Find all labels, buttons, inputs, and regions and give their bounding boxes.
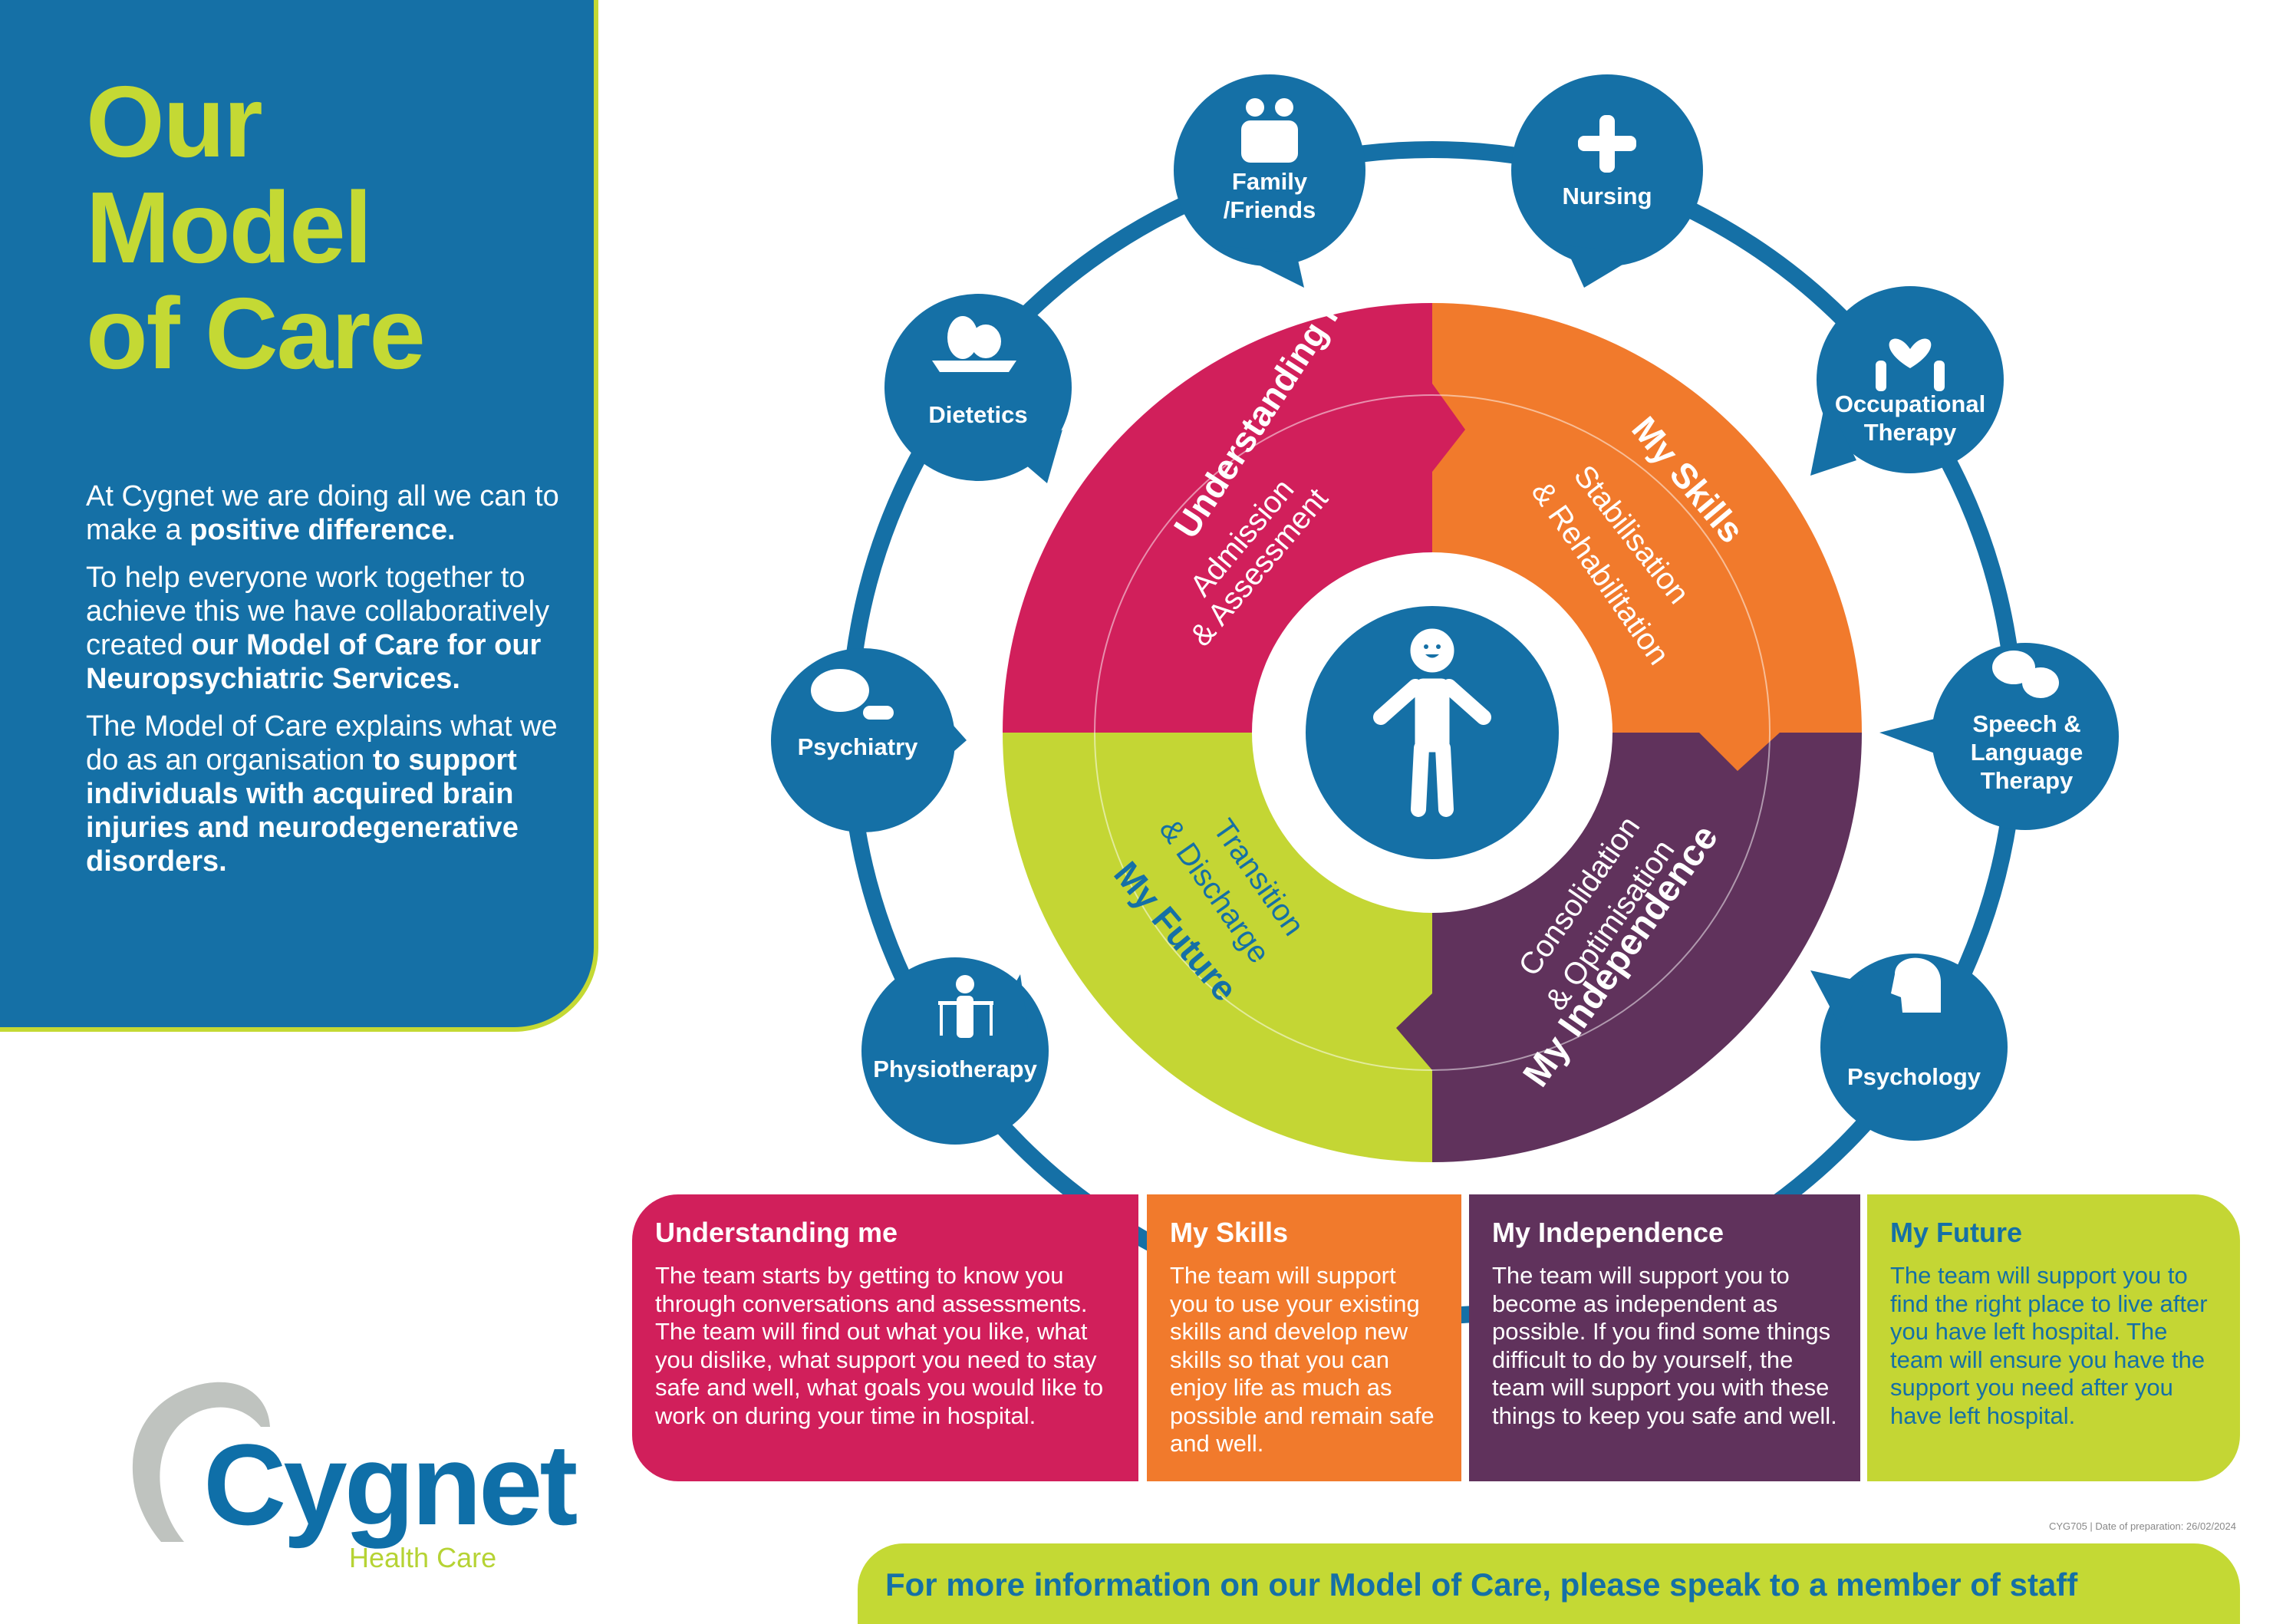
card-body: The team starts by getting to know you t… (655, 1262, 1104, 1429)
service-physiotherapy: Physiotherapy (873, 1055, 1037, 1083)
text: At Cygnet we are doing all we can to mak… (86, 480, 559, 546)
intro-paragraph-2: To help everyone work together to achiev… (86, 561, 562, 696)
card-body: The team will support you to use your ex… (1170, 1262, 1435, 1457)
arrow-notch (1699, 733, 1780, 771)
label: Psychology (1847, 1063, 1981, 1090)
intro-paragraph-1: At Cygnet we are doing all we can to mak… (86, 479, 562, 547)
service-nursing: Nursing (1562, 182, 1652, 210)
speech-bubbles-icon (1992, 651, 2059, 698)
logo-wordmark: Cygnet (203, 1420, 578, 1549)
label: Dietetics (928, 401, 1028, 428)
plus-icon (1578, 115, 1636, 173)
intro-panel: Our Model of Care At Cygnet we are doing… (0, 0, 598, 1032)
person-icon (1373, 628, 1491, 817)
label: Nursing (1562, 183, 1652, 209)
info-banner: For more information on our Model of Car… (858, 1543, 2240, 1624)
label: Physiotherapy (873, 1056, 1037, 1082)
family-icon (1241, 98, 1298, 163)
card-my-future: My Future The team will support you to f… (1867, 1194, 2240, 1481)
logo-subtitle: Health Care (349, 1542, 497, 1573)
cygnet-logo: Cygnet Health Care (69, 1350, 578, 1580)
intro-paragraph-3: The Model of Care explains what we do as… (86, 710, 562, 878)
emphasis: positive difference. (189, 514, 456, 546)
card-title: Understanding me (655, 1217, 898, 1248)
brain-pill-icon (811, 669, 894, 720)
label: Language (1970, 739, 2084, 766)
emphasis: our Model of Care for our Neuropsychiatr… (86, 629, 542, 695)
fruit-bowl-icon (932, 316, 1016, 372)
label: Speech & (1972, 710, 2081, 737)
label: Therapy (1980, 767, 2074, 794)
card-title: My Skills (1170, 1217, 1289, 1248)
swan-icon (132, 1382, 270, 1542)
physio-bars-icon (938, 975, 993, 1038)
service-family-friends: Family/Friends (1224, 167, 1316, 224)
arrow-notch (1396, 993, 1432, 1070)
head-heart-icon (1891, 957, 1941, 1013)
banner-text: For more information on our Model of Car… (885, 1566, 2078, 1603)
card-my-independence: My Independence The team will support yo… (1469, 1194, 1860, 1481)
title-line: Our (86, 65, 263, 178)
label: Family (1231, 168, 1308, 195)
card-title: My Future (1890, 1217, 2023, 1248)
label: Occupational (1834, 390, 1986, 417)
label: /Friends (1223, 196, 1316, 223)
arrow-notch (1432, 384, 1465, 472)
label: Therapy (1863, 419, 1957, 446)
divider-ring (1094, 394, 1771, 1071)
text: To help everyone work together to achiev… (86, 562, 550, 661)
service-psychiatry: Psychiatry (798, 733, 918, 761)
service-dietetics: Dietetics (928, 400, 1027, 429)
intro-text: At Cygnet we are doing all we can to mak… (86, 479, 562, 892)
label: Psychiatry (797, 733, 918, 760)
service-bubbles (771, 74, 2119, 1145)
text: The Model of Care explains what we do as… (86, 710, 558, 776)
caring-hands-icon (1876, 338, 1945, 391)
title-line: Model (86, 171, 372, 284)
card-body: The team will support you to find the ri… (1890, 1262, 2208, 1429)
page-title: Our Model of Care (86, 65, 426, 390)
card-title: My Independence (1492, 1217, 1724, 1248)
service-psychology: Psychology (1847, 1062, 1981, 1091)
card-body: The team will support you to become as i… (1492, 1262, 1837, 1429)
preparation-date: CYG705 | Date of preparation: 26/02/2024 (2048, 1520, 2236, 1532)
card-understanding-me: Understanding me The team starts by gett… (632, 1194, 1138, 1481)
emphasis: to support individuals with acquired bra… (86, 744, 519, 878)
card-my-skills: My Skills The team will support you to u… (1147, 1194, 1461, 1481)
title-line: of Care (86, 277, 426, 390)
